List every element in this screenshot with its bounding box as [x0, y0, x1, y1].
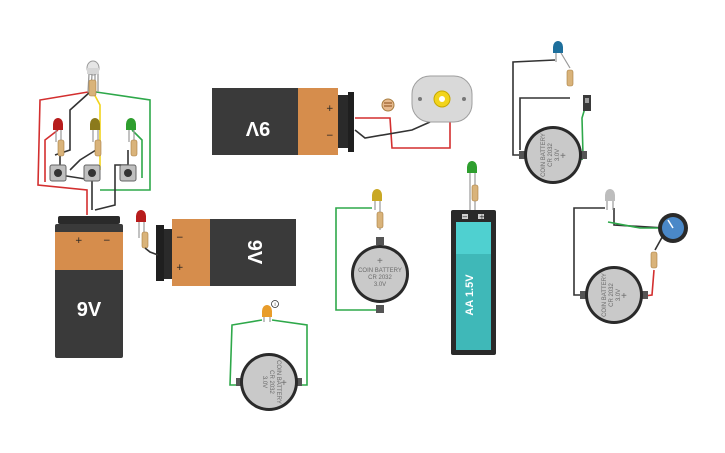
plus-terminal-label: + — [326, 104, 334, 114]
wire-green[interactable] — [607, 221, 665, 229]
pushbutton[interactable] — [49, 164, 67, 182]
wire-red[interactable] — [44, 129, 59, 182]
coin-cell-battery[interactable]: COIN BATTERY CR 2032 3.0V + — [236, 353, 302, 411]
coin-label-1: COIN BATTERY — [275, 360, 281, 404]
coin-label-2: CR 2032 — [268, 370, 274, 394]
coin-plus: + — [281, 378, 287, 389]
wire-black[interactable] — [69, 149, 97, 171]
coin-label-2: CR 2032 — [548, 143, 554, 167]
pushbutton[interactable] — [119, 164, 137, 182]
dc-motor[interactable] — [411, 75, 473, 123]
wire-green[interactable] — [271, 319, 308, 386]
minus-terminal-label: − — [103, 236, 111, 246]
coin-plus: + — [377, 256, 383, 267]
wire-green[interactable] — [95, 91, 151, 191]
wire-black[interactable] — [94, 150, 129, 211]
wire-black[interactable] — [59, 150, 93, 210]
wire-black[interactable] — [613, 208, 666, 229]
wire-red[interactable] — [355, 117, 451, 149]
wire-black[interactable] — [519, 97, 570, 150]
led-green[interactable] — [126, 118, 138, 157]
wire-black[interactable] — [144, 247, 159, 256]
coin-cell-battery[interactable]: COIN BATTERY CR 2032 3.0V + — [351, 237, 409, 313]
led-white[interactable] — [605, 189, 615, 210]
coin-plus: + — [560, 151, 566, 162]
info-badge-text: i — [274, 302, 275, 308]
battery-9v-middle[interactable]: − + 9V — [156, 219, 296, 286]
coin-cell-battery[interactable]: COIN BATTERY CR 2032 3.0V + — [580, 266, 648, 324]
aa-battery-holder[interactable]: − + AA 1.5V — [451, 210, 496, 355]
coin-plus: + — [621, 291, 627, 302]
pushbutton[interactable] — [83, 164, 101, 182]
coin-label-3: 3.0V — [261, 376, 267, 388]
led-orange[interactable] — [262, 305, 272, 322]
plus-terminal-label: + — [75, 236, 83, 246]
coin-label-1: COIN BATTERY — [358, 268, 402, 274]
wire-black[interactable] — [354, 121, 431, 139]
wire-green[interactable] — [335, 207, 380, 311]
coin-label-2: CR 2032 — [368, 275, 392, 281]
photoresistor[interactable] — [381, 98, 395, 112]
led-yellow[interactable] — [372, 189, 384, 230]
led-red[interactable] — [53, 118, 65, 157]
led-blue[interactable] — [553, 41, 574, 87]
potentiometer[interactable] — [658, 213, 688, 243]
coin-label-3: 3.0V — [374, 282, 386, 288]
minus-terminal-label: − — [176, 233, 184, 243]
battery-9v-vertical[interactable]: + − 9V — [55, 216, 123, 358]
coin-label-3: 3.0V — [616, 289, 622, 301]
wire-red[interactable] — [37, 91, 89, 215]
minus-terminal-label: − — [326, 131, 334, 141]
wire-green[interactable] — [229, 319, 263, 386]
led-green-aa[interactable] — [467, 161, 479, 212]
plus-terminal-label: + — [176, 263, 184, 273]
coin-cell-battery[interactable]: COIN BATTERY CR 2032 3.0V + — [519, 126, 587, 184]
coin-label-1: COIN BATTERY — [541, 133, 547, 177]
plus-terminal-label: + — [479, 213, 485, 221]
info-badge[interactable]: i — [271, 300, 279, 309]
led-red-middle[interactable] — [136, 210, 149, 249]
minus-terminal-label: − — [462, 213, 468, 221]
battery-label: 9V — [245, 117, 270, 139]
circuit-leds-buttons — [37, 60, 151, 215]
battery-9v-top[interactable]: + − 9V — [212, 88, 354, 155]
resistor[interactable] — [650, 251, 658, 269]
wire-black[interactable] — [573, 207, 605, 296]
coin-label-2: CR 2032 — [609, 283, 615, 307]
coin-label-3: 3.0V — [555, 149, 561, 161]
wire-yellow[interactable] — [92, 91, 101, 170]
aa-battery-label: AA 1.5V — [464, 274, 476, 316]
wire-green[interactable] — [131, 129, 143, 178]
battery-label: 9V — [77, 299, 102, 321]
led-olive[interactable] — [90, 118, 102, 157]
rgb-led[interactable] — [86, 60, 100, 97]
slide-switch[interactable] — [583, 95, 591, 111]
battery-label: 9V — [243, 240, 265, 265]
coin-label-1: COIN BATTERY — [602, 273, 608, 317]
